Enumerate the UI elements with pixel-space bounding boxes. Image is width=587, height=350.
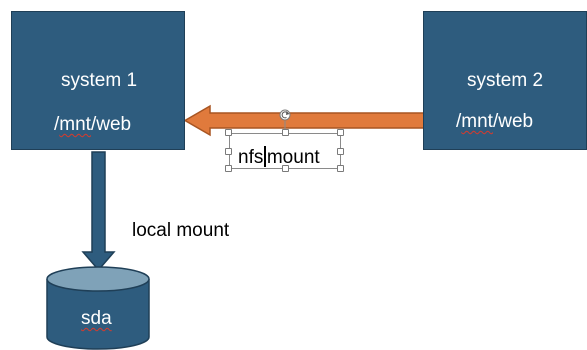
rotate-icon[interactable] bbox=[279, 109, 291, 121]
resize-handle-icon[interactable] bbox=[281, 129, 289, 136]
resize-handle-icon[interactable] bbox=[225, 147, 232, 155]
resize-handle-icon[interactable] bbox=[225, 165, 232, 172]
resize-handle-icon[interactable] bbox=[225, 129, 232, 136]
local-mount-label: local mount bbox=[132, 220, 230, 241]
disk-label: sda bbox=[81, 308, 112, 329]
nfs-mount-label-part1: nfs bbox=[238, 147, 264, 168]
disk-top-ellipse bbox=[46, 266, 150, 292]
resize-handle-icon[interactable] bbox=[337, 129, 344, 136]
system-1-title: system 1 bbox=[61, 70, 138, 91]
nfs-mount-arrow[interactable] bbox=[183, 104, 447, 137]
resize-handle-icon[interactable] bbox=[337, 147, 344, 155]
nfs-mount-label-part2: mount bbox=[266, 147, 320, 168]
system-1-box[interactable] bbox=[11, 11, 185, 150]
disk-cylinder[interactable] bbox=[46, 266, 150, 350]
resize-handle-icon[interactable] bbox=[281, 165, 289, 172]
system-2-box[interactable] bbox=[423, 11, 587, 150]
resize-handle-icon[interactable] bbox=[337, 165, 344, 172]
system-1-path: /mnt/web bbox=[54, 114, 132, 135]
local-mount-arrow[interactable] bbox=[81, 151, 116, 272]
system-2-title: system 2 bbox=[467, 70, 544, 91]
system-2-path: /mnt/web bbox=[456, 111, 534, 132]
text-cursor bbox=[264, 146, 266, 167]
